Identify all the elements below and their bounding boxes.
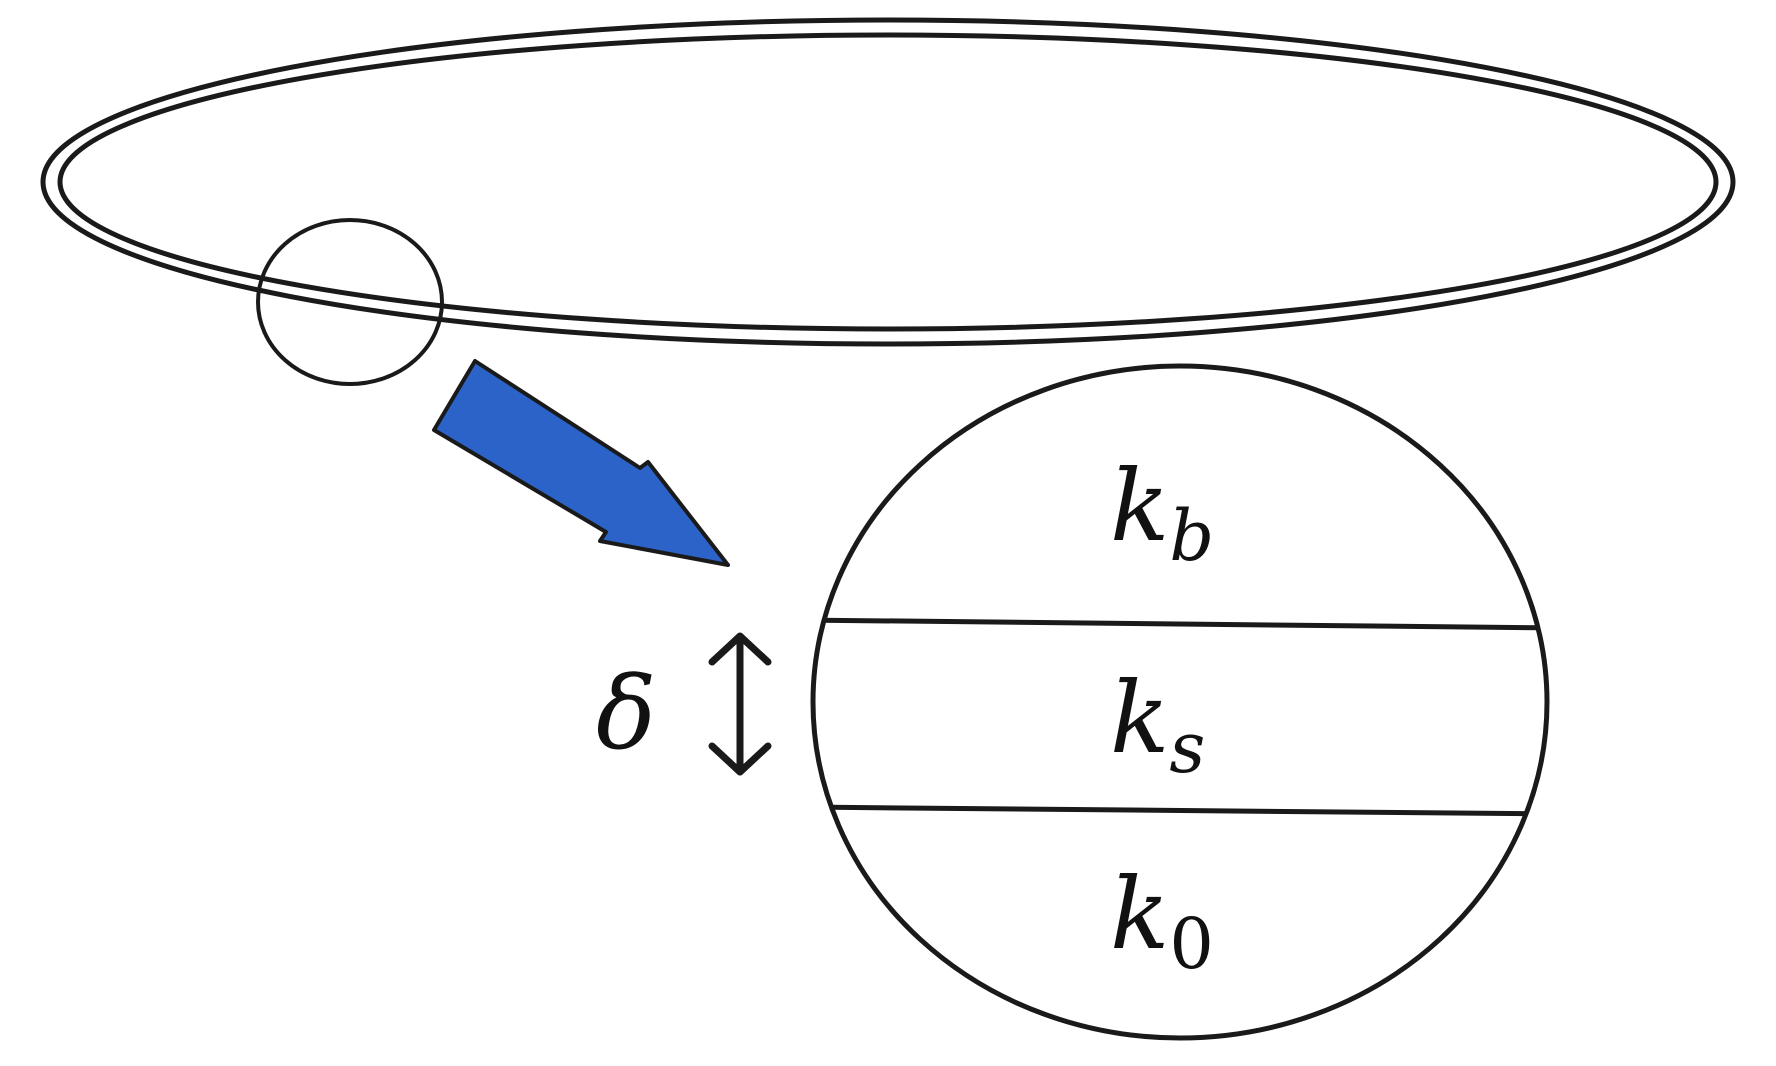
layer-label-middle-symbol: k xyxy=(1110,662,1169,776)
layer-label-bottom: k0 xyxy=(1110,858,1214,985)
layer-label-middle: ks xyxy=(1110,662,1205,789)
layer-label-middle-subscript: s xyxy=(1169,707,1205,789)
layer-label-bottom-subscript: 0 xyxy=(1169,903,1214,985)
layer-label-top-subscript: b xyxy=(1169,495,1214,577)
ring-outer-edge xyxy=(40,17,1736,347)
magnify-region-outline xyxy=(256,218,444,386)
layer-label-top: kb xyxy=(1110,450,1214,577)
layer-boundary-lower xyxy=(813,804,1547,817)
ring xyxy=(40,17,1736,347)
layer-label-bottom-symbol: k xyxy=(1110,858,1169,972)
layer-boundary-upper xyxy=(813,617,1547,631)
cross-section: kb ks k0 xyxy=(810,363,1550,1041)
thickness-label: δ xyxy=(596,655,656,772)
layer-label-top-symbol: k xyxy=(1110,450,1169,564)
cross-section-outline xyxy=(810,363,1550,1041)
double-headed-vertical-arrow-icon xyxy=(708,632,772,776)
zoom-pointer-arrow-icon xyxy=(432,359,730,567)
ring-inner-edge xyxy=(57,32,1719,332)
